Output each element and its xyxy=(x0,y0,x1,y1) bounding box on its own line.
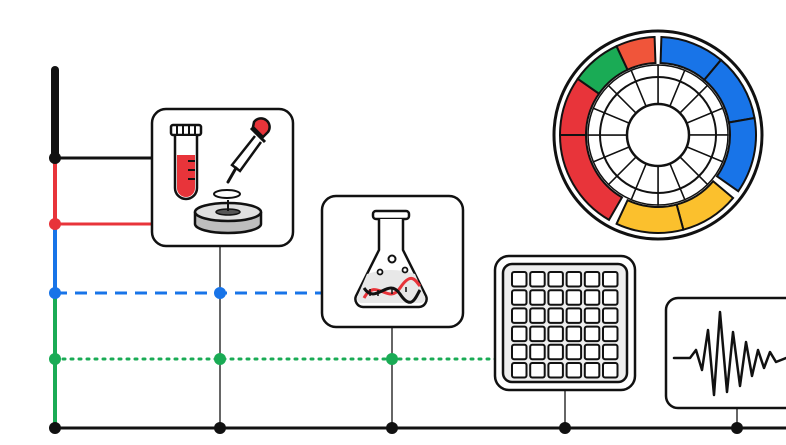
card-flask xyxy=(320,194,465,329)
dna-icon xyxy=(362,276,422,304)
test-tube-icon xyxy=(169,123,203,201)
waveform-icon xyxy=(672,310,786,397)
microarray-cell xyxy=(602,307,619,324)
microarray-cell xyxy=(565,307,583,324)
node-base-2 xyxy=(214,422,226,434)
card-waveform xyxy=(664,296,786,410)
microarray-cell xyxy=(529,325,546,343)
microarray-cell xyxy=(565,289,583,306)
microarray-cell xyxy=(511,343,528,361)
microarray-cell xyxy=(565,362,583,379)
petri-dish-icon xyxy=(193,200,263,235)
card-microarray xyxy=(493,254,637,392)
microarray-cell xyxy=(602,343,619,361)
microarray-cell xyxy=(565,343,583,361)
microarray-cell xyxy=(547,343,564,361)
microarray-cell xyxy=(511,325,528,343)
wheel-segment-yellow xyxy=(615,198,685,234)
node-base-3 xyxy=(386,422,398,434)
microarray-cell xyxy=(511,307,528,324)
microarray-cell xyxy=(529,362,546,379)
microarray-cell xyxy=(583,271,601,288)
microarray-cell xyxy=(529,289,546,306)
card-sample-prep xyxy=(150,107,295,248)
node-base-1 xyxy=(49,422,61,434)
node-blue-1 xyxy=(49,287,61,299)
microarray-cell xyxy=(547,289,564,306)
microarray-cell xyxy=(565,325,583,343)
color-wheel-icon xyxy=(552,29,764,241)
microarray-cell xyxy=(547,307,564,324)
wheel-segment-blue xyxy=(715,116,757,193)
microarray-cell xyxy=(583,362,601,379)
wheel-segment-red-orange xyxy=(615,36,657,72)
node-red xyxy=(49,218,61,230)
microarray-cell xyxy=(583,325,601,343)
microarray-cell xyxy=(602,362,619,379)
node-black xyxy=(49,152,61,164)
microarray-cell xyxy=(602,289,619,306)
node-blue-2 xyxy=(214,287,226,299)
microarray-cell xyxy=(583,343,601,361)
microarray-cell xyxy=(511,362,528,379)
microarray-cell xyxy=(583,307,601,324)
microarray-cell xyxy=(529,271,546,288)
microarray-cell xyxy=(602,325,619,343)
microarray-cell xyxy=(529,343,546,361)
microarray-cell xyxy=(511,271,528,288)
wheel-segment-red xyxy=(558,134,624,222)
microarray-cell xyxy=(547,362,564,379)
microarray-cell xyxy=(583,289,601,306)
node-base-4 xyxy=(559,422,571,434)
node-green-3 xyxy=(386,353,398,365)
microarray-cell xyxy=(602,271,619,288)
node-base-5 xyxy=(731,422,743,434)
microarray-cell xyxy=(511,289,528,306)
microarray-icon xyxy=(501,262,629,384)
node-green-1 xyxy=(49,353,61,365)
dropper-icon xyxy=(213,117,271,199)
microarray-cell xyxy=(547,325,564,343)
microarray-cell xyxy=(529,307,546,324)
node-green-2 xyxy=(214,353,226,365)
microarray-cell xyxy=(565,271,583,288)
microarray-cell xyxy=(547,271,564,288)
